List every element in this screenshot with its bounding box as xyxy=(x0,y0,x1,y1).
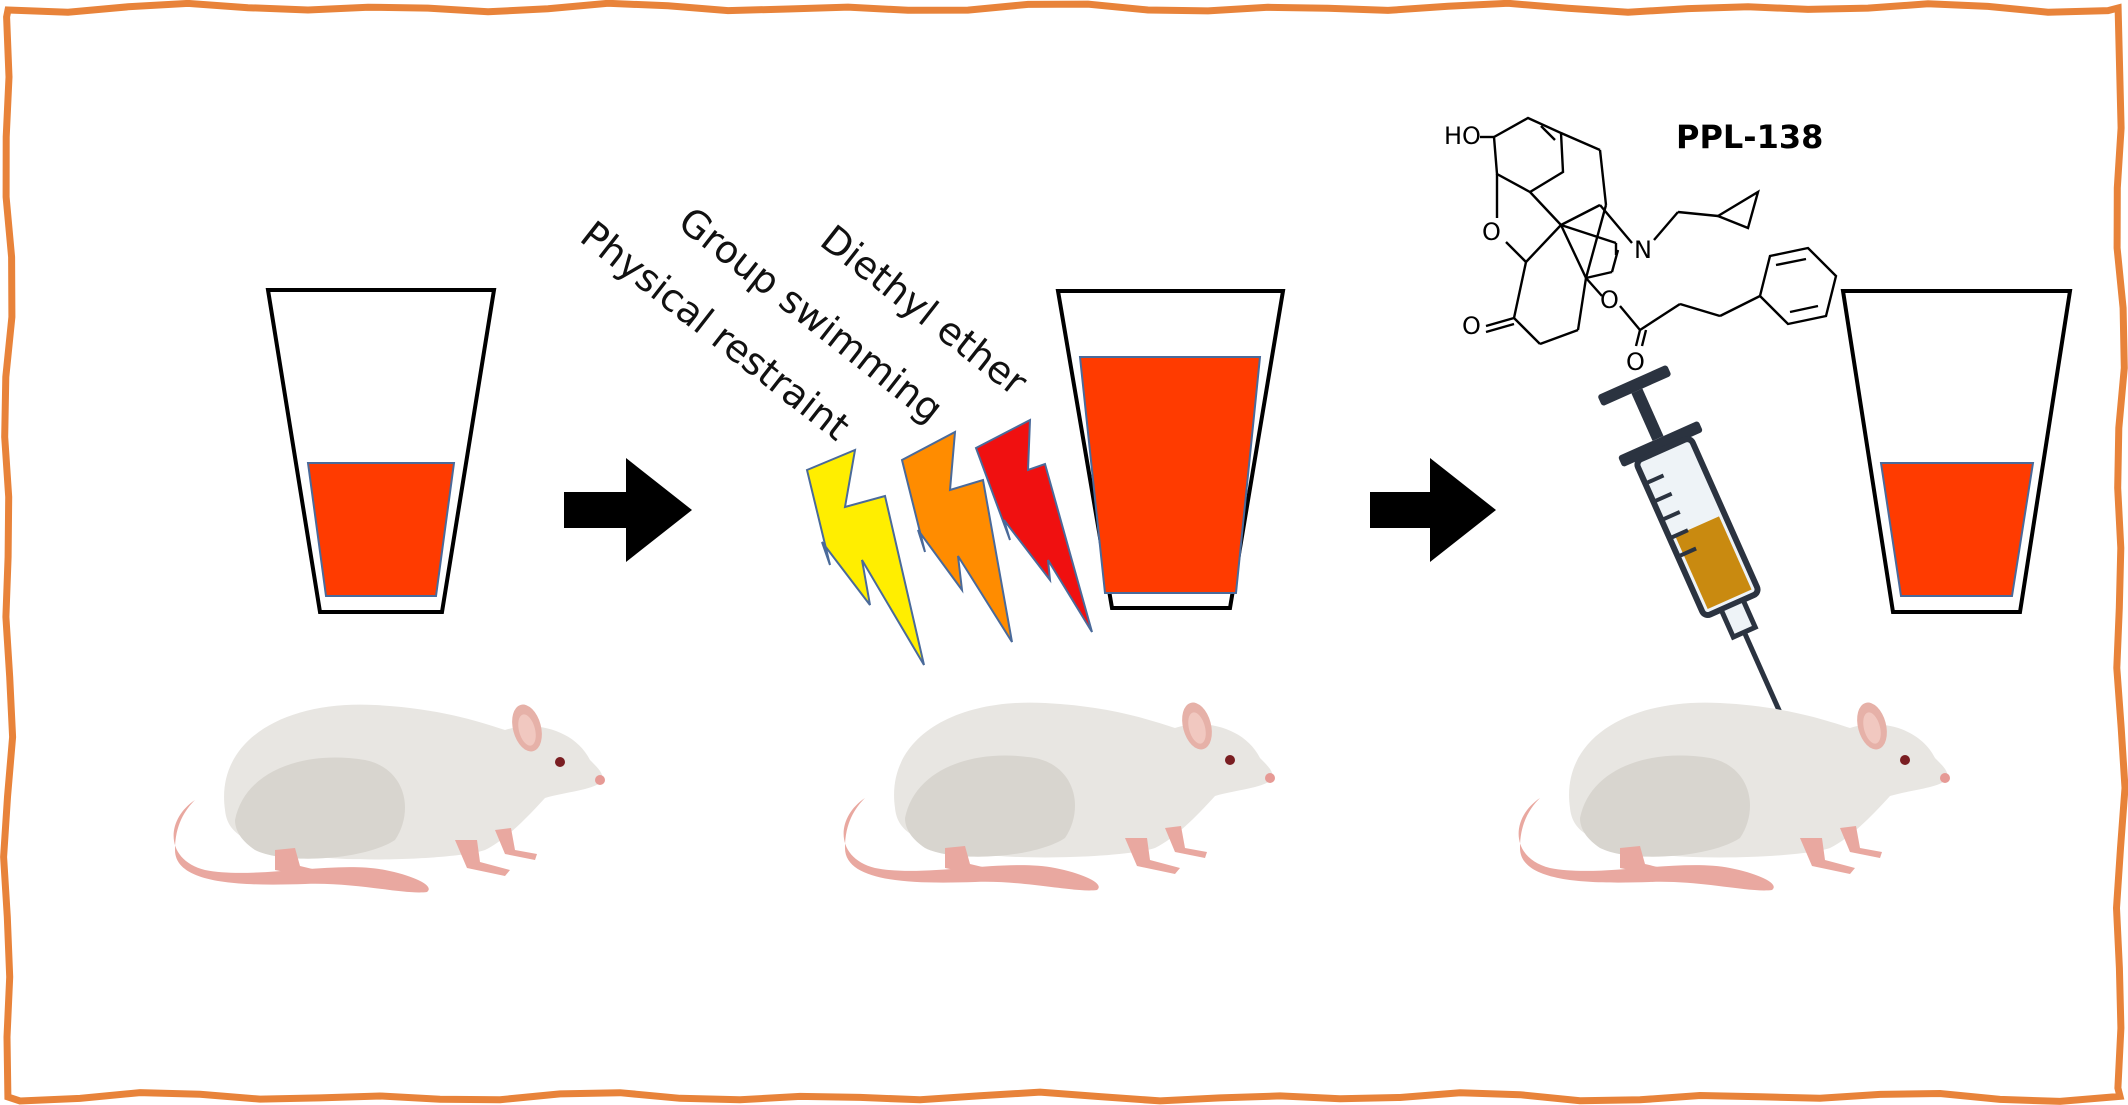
cup-stressed-liquid xyxy=(1078,356,1262,594)
rat-1 xyxy=(173,701,606,893)
compound-name: PPL-138 xyxy=(1676,118,1823,156)
ketone-oxygen-label: O xyxy=(1462,312,1481,340)
bolt-red-icon xyxy=(974,418,1093,633)
ppl-138-structure: HO O N O O O xyxy=(1444,116,1838,376)
arrow-1 xyxy=(564,458,692,562)
syringe-icon xyxy=(1598,365,1785,720)
rat-2 xyxy=(843,699,1275,891)
cup-treated xyxy=(1840,289,2073,614)
cup-treated-liquid xyxy=(1879,462,2035,597)
arrow-2 xyxy=(1370,458,1496,562)
bolt-yellow-icon xyxy=(805,448,925,666)
nitrogen-atom-label: N xyxy=(1634,236,1652,264)
rat-3 xyxy=(1518,699,1950,891)
bolt-orange-icon xyxy=(900,430,1013,643)
carbonyl-oxygen-label: O xyxy=(1626,348,1645,376)
ester-oxygen-label: O xyxy=(1600,286,1619,314)
ether-oxygen-label: O xyxy=(1482,218,1501,246)
hydroxyl-atom-label: HO xyxy=(1444,122,1481,150)
cup-baseline xyxy=(265,288,497,614)
cup-stressed xyxy=(1055,289,1286,610)
cup-baseline-liquid xyxy=(306,462,456,597)
